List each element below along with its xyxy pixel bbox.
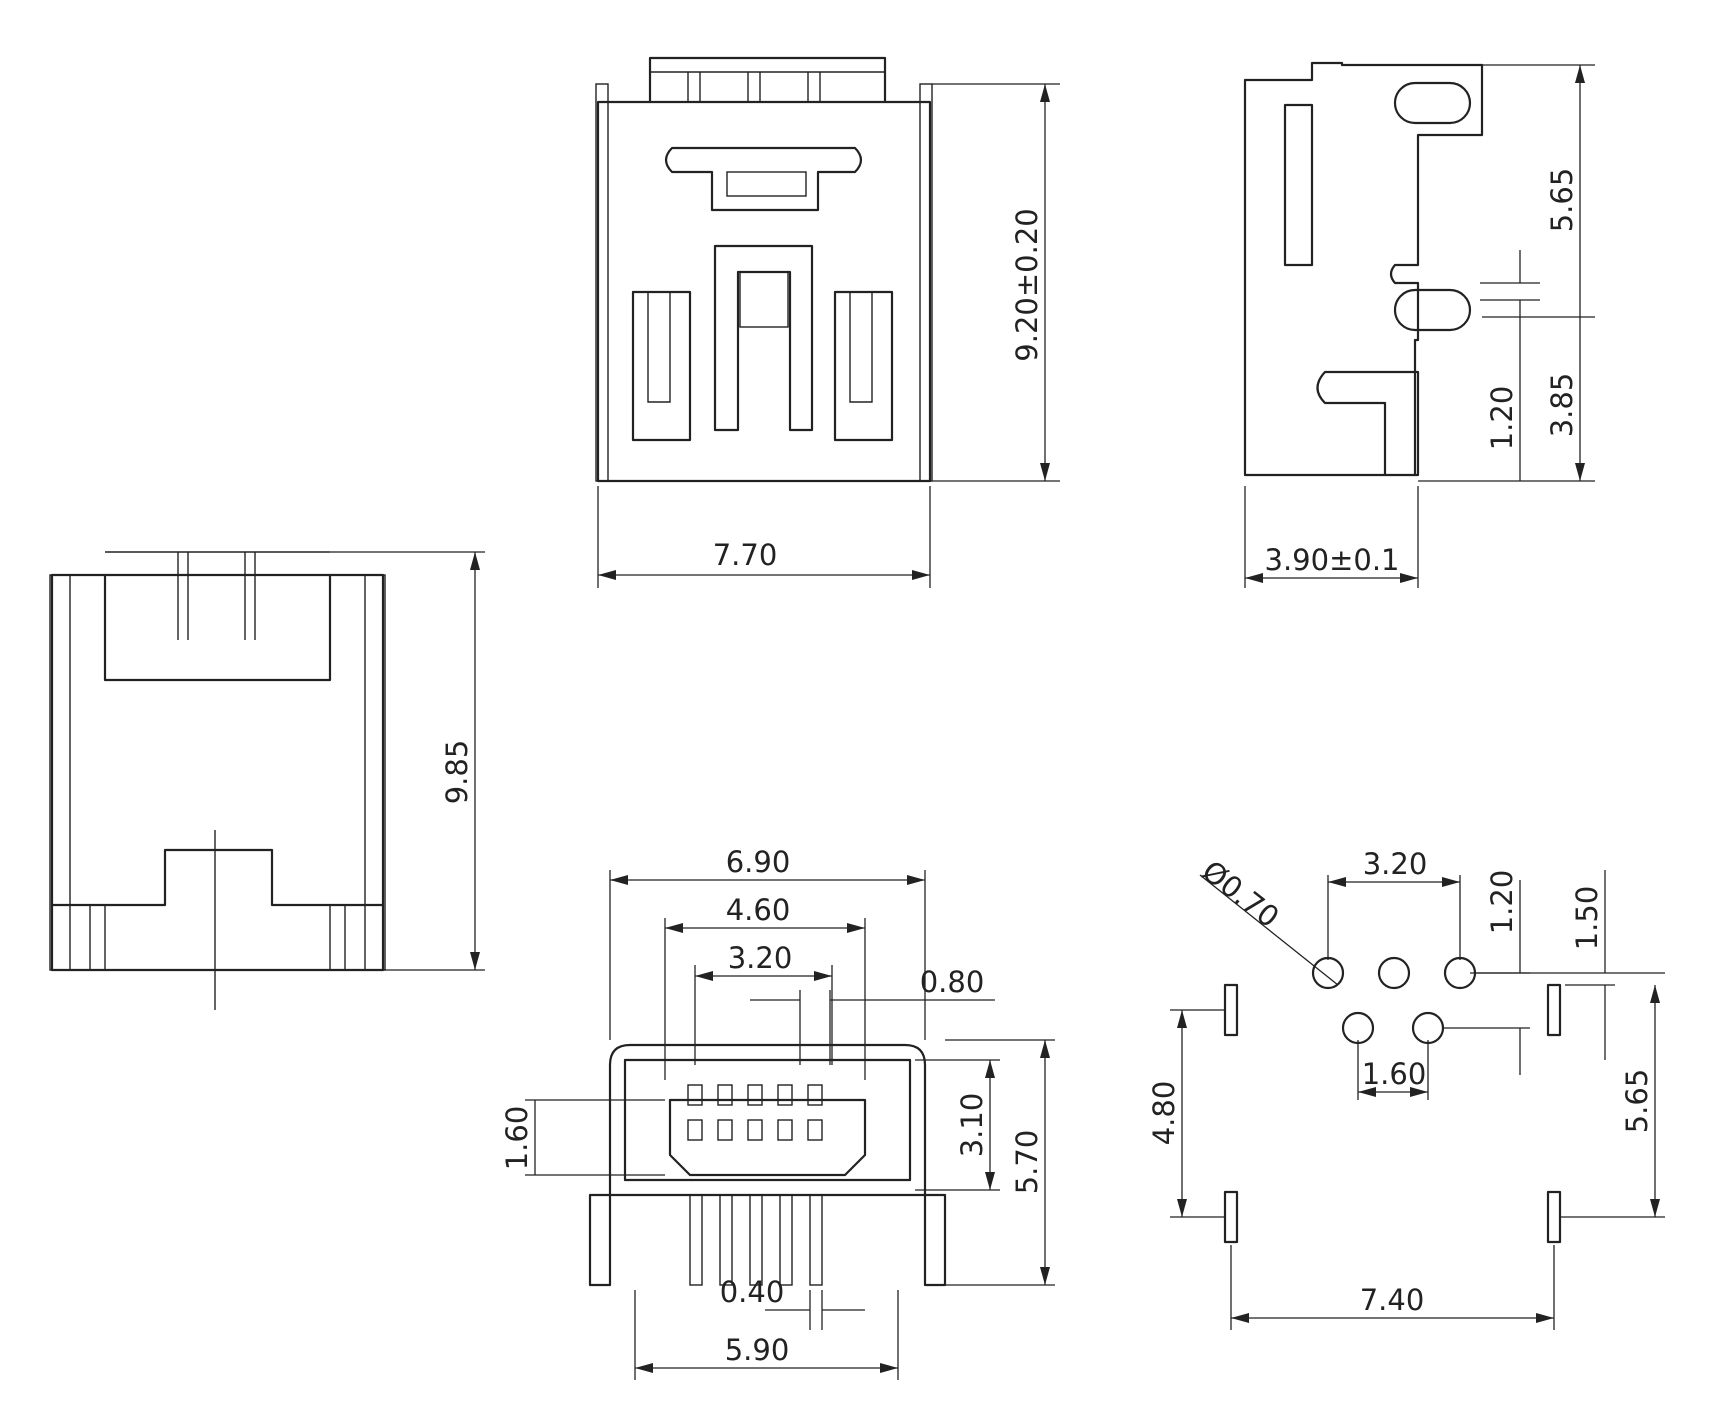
label-side-top: 5.65 [1545, 168, 1579, 233]
label-pcb-slot-depth: 5.65 [1620, 1069, 1654, 1134]
label-face-pin-span-inner: 3.20 [728, 941, 793, 975]
label-face-pin-span-outer: 4.60 [726, 893, 791, 927]
front-view [595, 56, 933, 483]
dimension-lines [330, 64, 1665, 1380]
dimension-labels: 7.70 9.20±0.20 5.65 1.20 3.85 3.90±0.1 9… [440, 168, 1654, 1367]
label-pcb-hole-dia: Ø0.70 [1196, 854, 1286, 935]
label-face-outer-width: 6.90 [726, 845, 791, 879]
label-pcb-hole-pitch: 1.60 [1362, 1057, 1427, 1091]
label-front-width: 7.70 [713, 538, 778, 572]
dimension-arrows [470, 65, 1660, 1373]
label-face-pin-width: 0.40 [720, 1275, 785, 1309]
label-side-bottom: 3.85 [1545, 373, 1579, 438]
label-face-opening-height: 1.60 [500, 1106, 534, 1171]
label-top-height: 9.85 [440, 740, 474, 805]
side-view [1243, 61, 1484, 477]
label-face-pin-pitch: 0.80 [920, 965, 985, 999]
label-face-cavity-height: 3.10 [955, 1093, 989, 1158]
label-front-height: 9.20±0.20 [1010, 208, 1044, 361]
top-view [49, 551, 386, 1010]
label-pcb-slot-vertical: 4.80 [1147, 1081, 1181, 1146]
label-pcb-hole-span: 3.20 [1363, 847, 1428, 881]
label-face-total-height: 5.70 [1010, 1130, 1044, 1195]
label-pcb-slot-span: 7.40 [1360, 1283, 1425, 1317]
face-view [588, 1043, 947, 1287]
label-side-depth: 3.90±0.1 [1265, 543, 1400, 577]
label-pcb-hole-row-gap: 1.20 [1485, 870, 1519, 935]
label-side-mid: 1.20 [1485, 386, 1519, 451]
pcb-footprint [1223, 956, 1562, 1244]
label-pcb-slot-offset: 1.50 [1570, 886, 1604, 951]
label-face-bottom-width: 5.90 [725, 1333, 790, 1367]
